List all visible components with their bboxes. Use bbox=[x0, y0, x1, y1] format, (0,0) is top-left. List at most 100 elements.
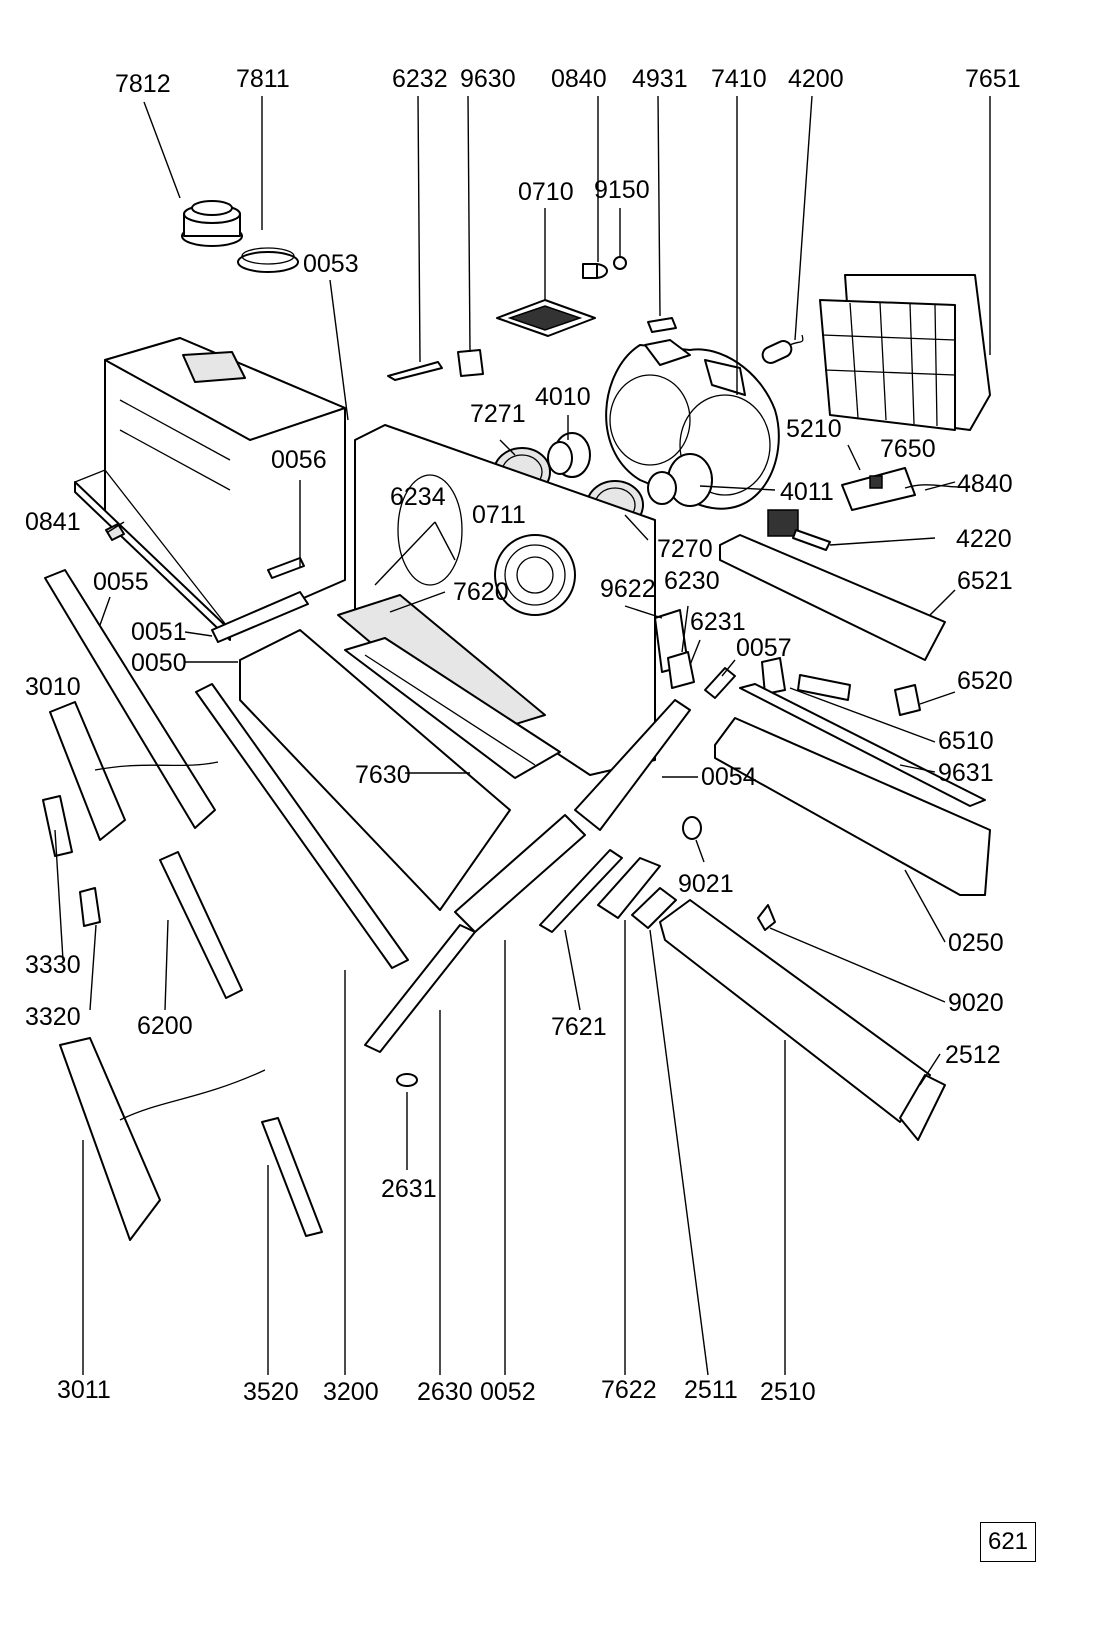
part-9630-clip bbox=[457, 349, 484, 377]
label-2630: 2630 bbox=[417, 1378, 473, 1406]
leader-lines bbox=[54, 95, 991, 1376]
label-7630: 7630 bbox=[355, 761, 411, 789]
label-7621: 7621 bbox=[551, 1013, 607, 1041]
part-6200-slide-strip bbox=[159, 851, 243, 999]
label-6231: 6231 bbox=[690, 608, 746, 636]
label-3320: 3320 bbox=[25, 1003, 81, 1031]
label-4931: 4931 bbox=[632, 65, 688, 93]
part-3010-handle bbox=[49, 701, 219, 841]
part-2510-glass-panel bbox=[659, 899, 931, 1123]
part-0057-clip bbox=[704, 667, 736, 699]
part-0051-channel bbox=[211, 591, 309, 643]
label-3010: 3010 bbox=[25, 673, 81, 701]
part-0840-knob bbox=[582, 263, 608, 279]
part-4010-motor bbox=[547, 432, 591, 478]
label-0250: 0250 bbox=[948, 929, 1004, 957]
part-2511-end-cap bbox=[631, 887, 677, 929]
label-7811: 7811 bbox=[236, 65, 290, 93]
label-7651: 7651 bbox=[965, 65, 1021, 93]
part-3330-button bbox=[42, 795, 73, 857]
label-7270: 7270 bbox=[657, 535, 713, 563]
part-3200-front-bar bbox=[195, 683, 409, 969]
part-5210-circuit-board bbox=[841, 467, 916, 511]
label-9622: 9622 bbox=[600, 575, 656, 603]
part-0055-side-rail bbox=[44, 569, 216, 829]
part-7650-grease-filter bbox=[819, 299, 956, 431]
label-0053: 0053 bbox=[303, 250, 359, 278]
label-0055: 0055 bbox=[93, 568, 149, 596]
part-6230-bracket bbox=[667, 651, 695, 689]
part-9021-bushing bbox=[682, 816, 702, 840]
label-0050: 0050 bbox=[131, 649, 187, 677]
part-6520-switch bbox=[894, 684, 921, 716]
part-7630-filter-grid bbox=[344, 637, 561, 779]
part-6510-switch-block bbox=[761, 657, 851, 701]
label-6520: 6520 bbox=[957, 667, 1013, 695]
label-7271: 7271 bbox=[470, 400, 526, 428]
label-7812: 7812 bbox=[115, 70, 171, 98]
label-9020: 9020 bbox=[948, 989, 1004, 1017]
part-4931-clip bbox=[647, 317, 677, 333]
label-4840: 4840 bbox=[957, 470, 1013, 498]
label-6232: 6232 bbox=[392, 65, 448, 93]
part-9020-bracket bbox=[757, 904, 776, 931]
part-3011-handle bbox=[59, 1037, 266, 1241]
label-2511: 2511 bbox=[684, 1376, 738, 1404]
part-0053-housing bbox=[74, 337, 346, 641]
label-0840: 0840 bbox=[551, 65, 607, 93]
part-7410-blower-housing bbox=[605, 339, 780, 510]
label-9630: 9630 bbox=[460, 65, 516, 93]
part-labels: 7812 7811 6232 9630 0840 4931 7410 4200 … bbox=[25, 65, 1021, 1406]
label-3520: 3520 bbox=[243, 1378, 299, 1406]
label-2631: 2631 bbox=[381, 1175, 437, 1203]
label-3200: 3200 bbox=[323, 1378, 379, 1406]
label-0056: 0056 bbox=[271, 446, 327, 474]
part-0841-clip bbox=[105, 523, 125, 541]
label-0057: 0057 bbox=[736, 634, 792, 662]
label-2510: 2510 bbox=[760, 1378, 816, 1406]
label-3330: 3330 bbox=[25, 951, 81, 979]
part-7621-strip bbox=[539, 849, 623, 933]
part-0054-profile bbox=[574, 699, 691, 831]
label-4220: 4220 bbox=[956, 525, 1012, 553]
label-4010: 4010 bbox=[535, 383, 591, 411]
label-7620: 7620 bbox=[453, 578, 509, 606]
part-7812-round-adapter bbox=[181, 200, 243, 247]
part-0056-strip bbox=[267, 557, 305, 579]
label-6234: 6234 bbox=[390, 483, 446, 511]
label-0054: 0054 bbox=[701, 763, 757, 791]
part-9150-nut bbox=[613, 256, 627, 270]
label-4200: 4200 bbox=[788, 65, 844, 93]
label-4011: 4011 bbox=[780, 478, 834, 506]
part-4200-capacitor bbox=[761, 334, 804, 364]
label-5210: 5210 bbox=[786, 415, 842, 443]
label-0051: 0051 bbox=[131, 618, 187, 646]
part-6234-motor-plate bbox=[354, 424, 656, 776]
part-0052-profile bbox=[454, 814, 586, 933]
label-0841: 0841 bbox=[25, 508, 81, 536]
label-6521: 6521 bbox=[957, 567, 1013, 595]
part-9631-strip bbox=[739, 683, 986, 807]
label-9631: 9631 bbox=[938, 759, 994, 787]
label-9150: 9150 bbox=[594, 176, 650, 204]
part-7622-bracket bbox=[597, 857, 661, 919]
page-number: 621 bbox=[980, 1522, 1036, 1562]
label-3011: 3011 bbox=[57, 1376, 111, 1404]
part-7811-ring bbox=[237, 247, 299, 273]
label-2512: 2512 bbox=[945, 1041, 1001, 1069]
part-0710-control-panel bbox=[496, 299, 596, 337]
part-3320-button bbox=[79, 887, 101, 927]
label-9021: 9021 bbox=[678, 870, 734, 898]
label-6200: 6200 bbox=[137, 1012, 193, 1040]
label-7410: 7410 bbox=[711, 65, 767, 93]
part-4011-motor bbox=[647, 453, 713, 507]
label-7650: 7650 bbox=[880, 435, 936, 463]
part-2631-glide bbox=[396, 1073, 418, 1087]
part-4220-transformer bbox=[767, 509, 831, 551]
label-0711: 0711 bbox=[472, 501, 526, 529]
part-0050-tray bbox=[239, 629, 511, 911]
part-6232-bracket bbox=[387, 361, 443, 381]
label-0052: 0052 bbox=[480, 1378, 536, 1406]
part-6521-channel bbox=[719, 534, 946, 661]
